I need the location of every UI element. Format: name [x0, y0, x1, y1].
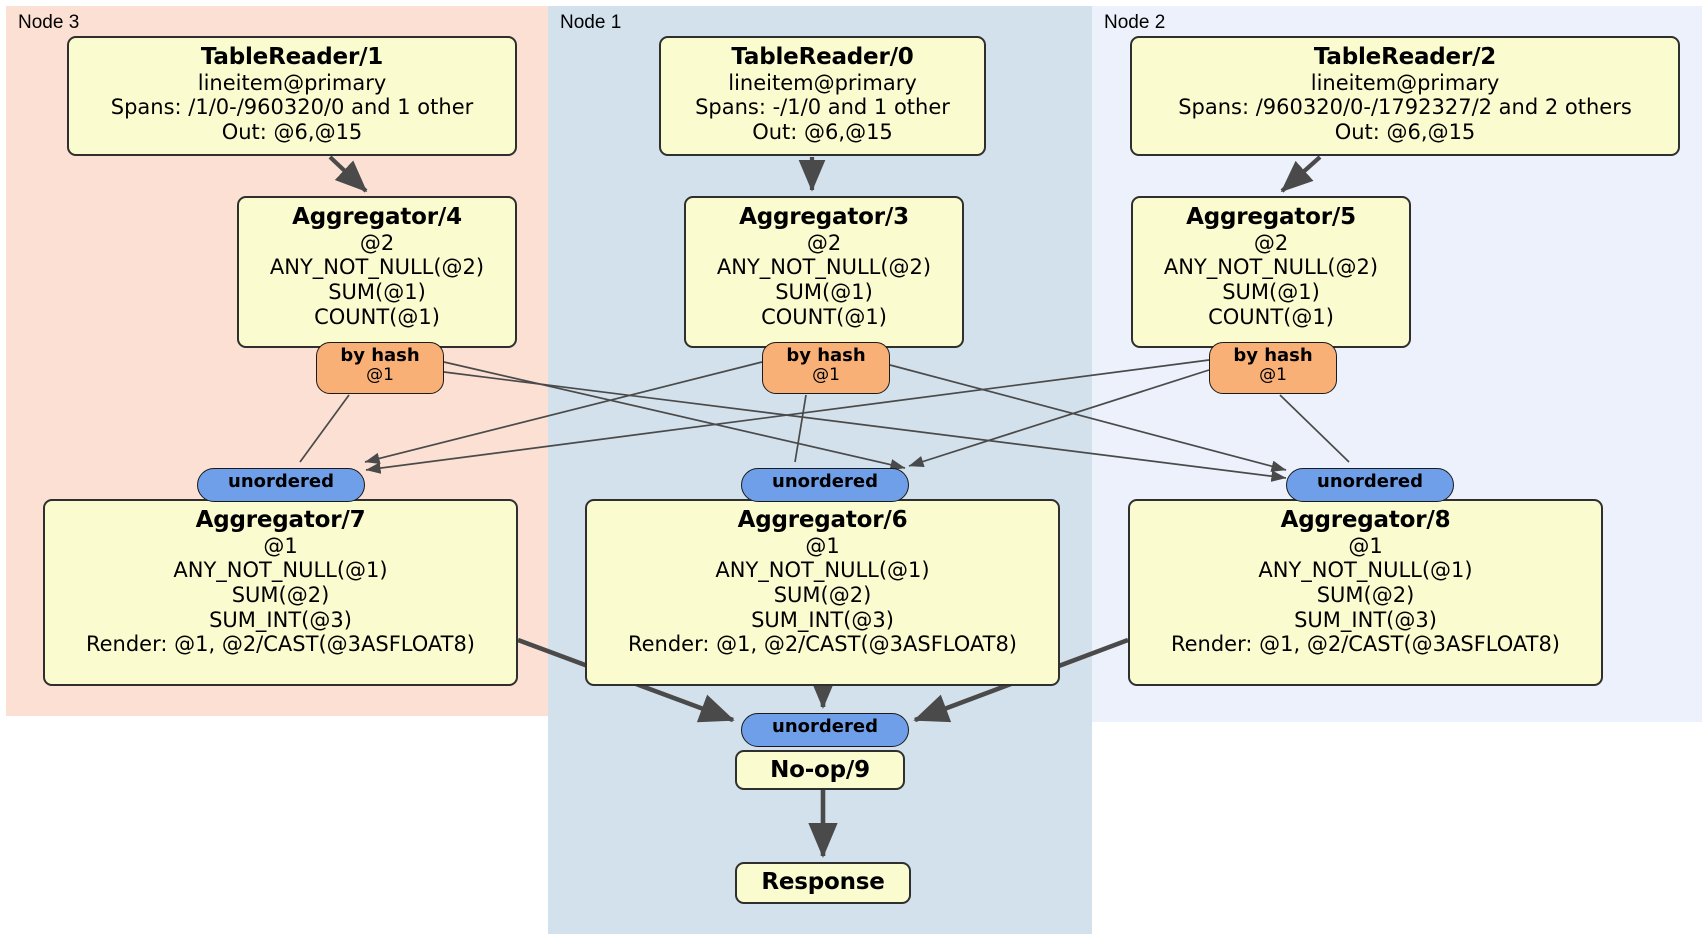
router-by-hash-middle[interactable]: by hash @1: [762, 342, 890, 394]
processor-line: COUNT(@1): [314, 304, 440, 329]
processor-line: @1: [263, 533, 298, 558]
synchronizer-label: unordered: [1317, 471, 1423, 492]
processor-line: Spans: /960320/0-/1792327/2 and 2 others: [1178, 95, 1632, 120]
processor-render-line: Render: @1, @2/CAST(@3ASFLOAT8): [627, 632, 1018, 657]
router-label: by hash: [786, 345, 866, 366]
processor-title: Aggregator/8: [1280, 507, 1451, 533]
processor-line: ANY_NOT_NULL(@2): [269, 255, 485, 280]
router-column: @1: [366, 365, 394, 386]
router-column: @1: [1259, 365, 1287, 386]
processor-line: ANY_NOT_NULL(@2): [716, 255, 932, 280]
processor-aggregator-4[interactable]: Aggregator/4 @2 ANY_NOT_NULL(@2) SUM(@1)…: [237, 196, 517, 348]
router-label: by hash: [1233, 345, 1313, 366]
processor-line: COUNT(@1): [1208, 304, 1334, 329]
processor-line: COUNT(@1): [761, 304, 887, 329]
synchronizer-unordered-right[interactable]: unordered: [1286, 468, 1454, 502]
node-panel-label-node-2: Node 2: [1104, 12, 1166, 33]
processor-line: SUM(@2): [773, 583, 872, 608]
processor-line: Spans: /1/0-/960320/0 and 1 other: [110, 95, 474, 120]
processor-title: Aggregator/4: [292, 204, 462, 230]
processor-response[interactable]: Response: [735, 862, 911, 904]
processor-title: Aggregator/3: [739, 204, 909, 230]
processor-title: TableReader/1: [200, 44, 384, 70]
processor-aggregator-5[interactable]: Aggregator/5 @2 ANY_NOT_NULL(@2) SUM(@1)…: [1131, 196, 1411, 348]
processor-line: SUM(@1): [775, 280, 873, 305]
processor-line: @2: [1253, 230, 1289, 255]
processor-tablereader-1[interactable]: TableReader/1 lineitem@primary Spans: /1…: [67, 36, 517, 156]
processor-line: @1: [805, 533, 840, 558]
synchronizer-unordered-left[interactable]: unordered: [197, 468, 365, 502]
processor-line: lineitem@primary: [197, 70, 387, 95]
processor-title: Aggregator/7: [195, 507, 366, 533]
processor-line: ANY_NOT_NULL(@1): [173, 558, 388, 583]
processor-line: ANY_NOT_NULL(@2): [1163, 255, 1379, 280]
synchronizer-unordered-middle[interactable]: unordered: [741, 468, 909, 502]
processor-aggregator-3[interactable]: Aggregator/3 @2 ANY_NOT_NULL(@2) SUM(@1)…: [684, 196, 964, 348]
router-column: @1: [812, 365, 840, 386]
processor-line: SUM(@1): [1222, 280, 1320, 305]
processor-aggregator-6[interactable]: Aggregator/6 @1 ANY_NOT_NULL(@1) SUM(@2)…: [585, 499, 1060, 686]
processor-title: Aggregator/6: [737, 507, 908, 533]
processor-line: SUM(@2): [1316, 583, 1415, 608]
processor-line: lineitem@primary: [1310, 70, 1500, 95]
processor-line: @2: [806, 230, 842, 255]
processor-line: SUM(@2): [231, 583, 330, 608]
processor-line: @1: [1348, 533, 1383, 558]
node-panel-label-node-1: Node 1: [560, 12, 622, 33]
processor-line: Spans: -/1/0 and 1 other: [695, 95, 950, 120]
synchronizer-label: unordered: [772, 471, 878, 492]
synchronizer-label: unordered: [228, 471, 334, 492]
router-by-hash-right[interactable]: by hash @1: [1209, 342, 1337, 394]
processor-title: Aggregator/5: [1186, 204, 1356, 230]
processor-title: No-op/9: [770, 757, 870, 783]
processor-render-line: Render: @1, @2/CAST(@3ASFLOAT8): [85, 632, 476, 657]
processor-line: ANY_NOT_NULL(@1): [1258, 558, 1473, 583]
processor-line: SUM(@1): [328, 280, 426, 305]
synchronizer-label: unordered: [772, 716, 878, 737]
router-by-hash-left[interactable]: by hash @1: [316, 342, 444, 394]
processor-no-op-9[interactable]: No-op/9: [735, 750, 905, 790]
processor-title: TableReader/2: [1313, 44, 1497, 70]
processor-line: @2: [359, 230, 395, 255]
processor-line: SUM_INT(@3): [751, 607, 894, 632]
processor-render-line: Render: @1, @2/CAST(@3ASFLOAT8): [1170, 632, 1561, 657]
processor-line: SUM_INT(@3): [1294, 607, 1437, 632]
node-panel-label-node-3: Node 3: [18, 12, 80, 33]
processor-line: Out: @6,@15: [221, 120, 363, 145]
processor-line: Out: @6,@15: [1334, 120, 1476, 145]
processor-line: lineitem@primary: [728, 70, 917, 95]
synchronizer-unordered-final[interactable]: unordered: [741, 713, 909, 747]
processor-title: TableReader/0: [731, 44, 914, 70]
processor-aggregator-7[interactable]: Aggregator/7 @1 ANY_NOT_NULL(@1) SUM(@2)…: [43, 499, 518, 686]
processor-line: SUM_INT(@3): [209, 607, 352, 632]
processor-line: ANY_NOT_NULL(@1): [715, 558, 930, 583]
processor-title: Response: [761, 869, 885, 895]
processor-tablereader-2[interactable]: TableReader/2 lineitem@primary Spans: /9…: [1130, 36, 1680, 156]
processor-line: Out: @6,@15: [752, 120, 893, 145]
processor-tablereader-0[interactable]: TableReader/0 lineitem@primary Spans: -/…: [659, 36, 986, 156]
processor-aggregator-8[interactable]: Aggregator/8 @1 ANY_NOT_NULL(@1) SUM(@2)…: [1128, 499, 1603, 686]
router-label: by hash: [340, 345, 420, 366]
